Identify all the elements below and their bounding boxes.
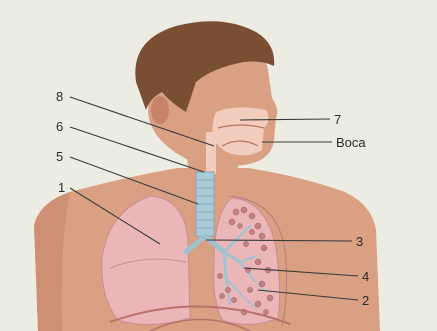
- label-4: 4: [362, 269, 369, 284]
- label-boca: Boca: [336, 135, 366, 150]
- label-3: 3: [356, 234, 363, 249]
- label-6: 6: [56, 119, 63, 134]
- pharynx: [206, 132, 216, 174]
- label-2: 2: [362, 293, 369, 308]
- label-7: 7: [334, 112, 341, 127]
- label-5: 5: [56, 149, 63, 164]
- label-8: 8: [56, 89, 63, 104]
- label-1: 1: [58, 180, 65, 195]
- ear: [151, 96, 169, 124]
